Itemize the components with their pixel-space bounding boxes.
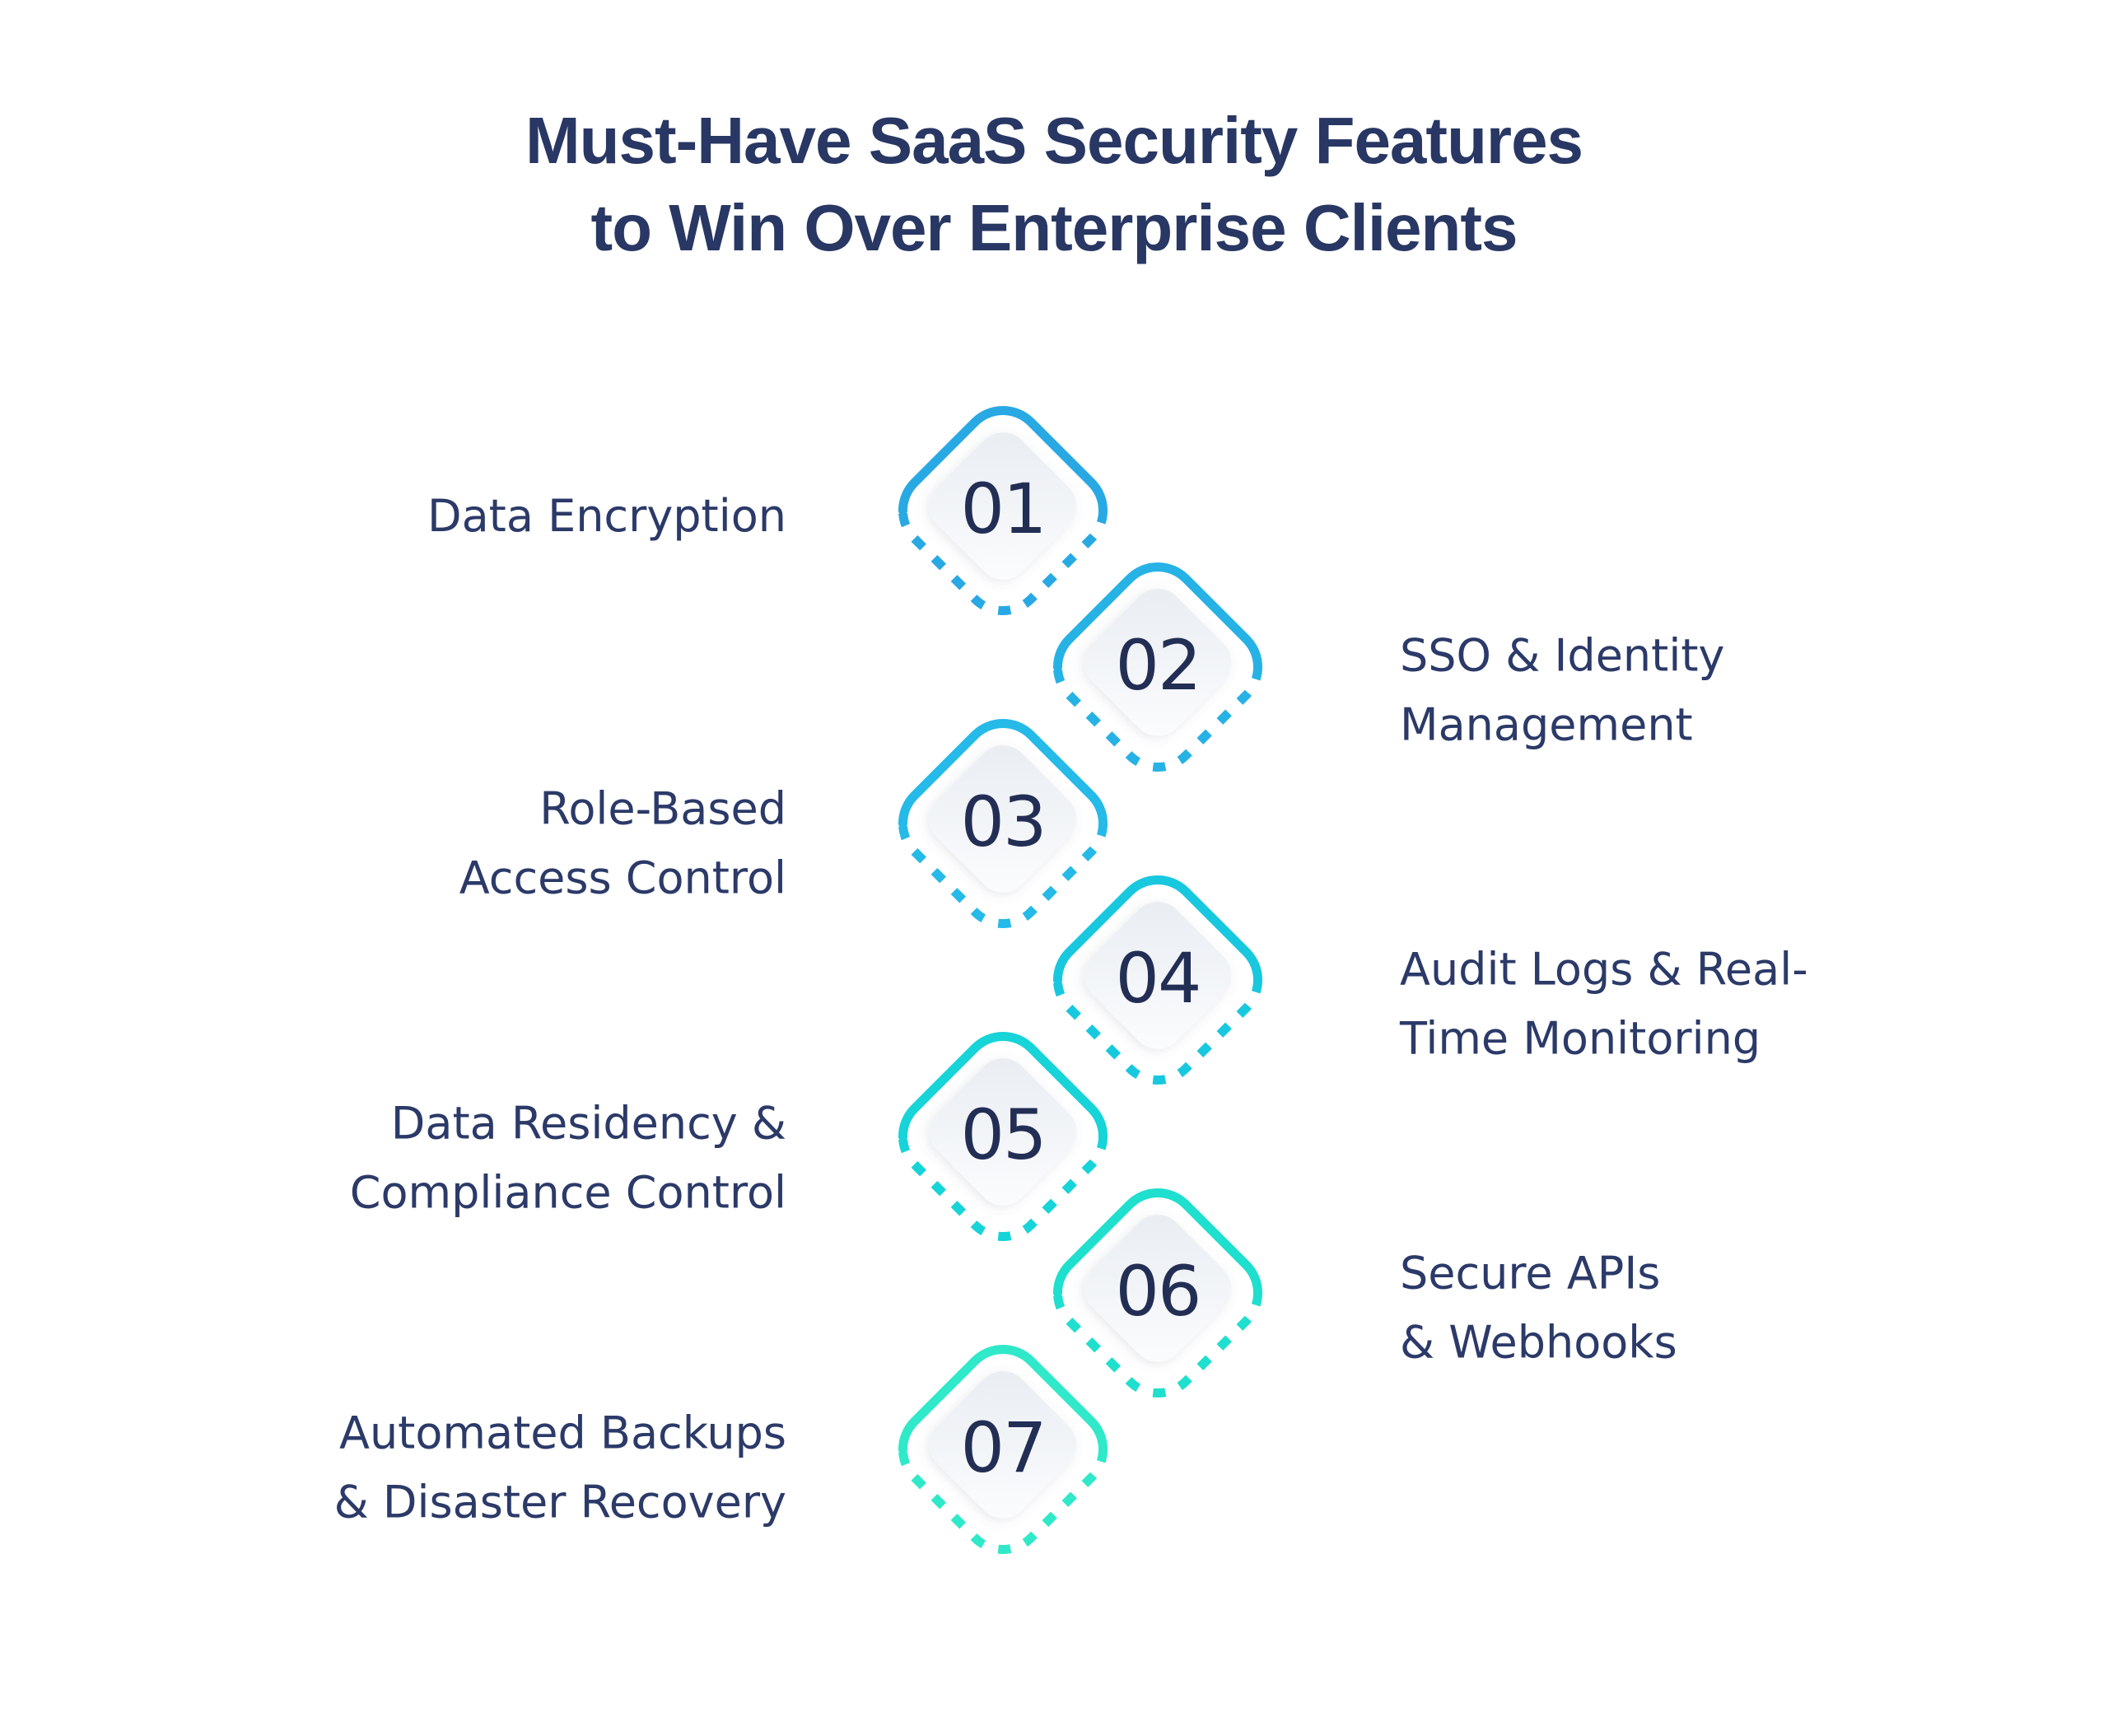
step-label-data-encryption: Data Encryption	[427, 490, 786, 543]
step-label-audit-logs-monitoring: Audit Logs & Real- Time Monitoring	[1400, 943, 1808, 1064]
step-number-06: 06	[1115, 1251, 1202, 1332]
step-diamond-04: 04	[1034, 856, 1281, 1104]
step-label-sso-identity-management: SSO & Identity Management	[1400, 629, 1725, 750]
diamond-shape-icon	[898, 1344, 1108, 1555]
step-number-01: 01	[960, 469, 1047, 550]
step-label-data-residency-compliance: Data Residency & Compliance Control	[349, 1097, 786, 1218]
step-number-05: 05	[960, 1094, 1047, 1176]
step-number-03: 03	[960, 782, 1047, 863]
step-diamond-06: 06	[1034, 1169, 1281, 1416]
step-label-automated-backups-recovery: Automated Backups & Disaster Recovery	[333, 1407, 786, 1528]
page-title-line-1: Must-Have SaaS Security Features	[525, 104, 1583, 177]
step-number-07: 07	[960, 1407, 1047, 1489]
diamond-shape-icon	[1052, 875, 1263, 1085]
diamond-shape-icon	[1052, 562, 1263, 772]
diamond-shape-icon	[1052, 1188, 1263, 1398]
step-number-04: 04	[1115, 938, 1202, 1020]
step-number-02: 02	[1115, 625, 1202, 707]
step-diamond-02: 02	[1034, 544, 1281, 791]
step-diamond-05: 05	[879, 1013, 1126, 1260]
step-label-secure-apis-webhooks: Secure APIs & Webhooks	[1400, 1247, 1677, 1368]
page-title-line-2: to Win Over Enterprise Clients	[590, 190, 1518, 264]
step-diamond-07: 07	[879, 1326, 1126, 1573]
step-label-role-based-access-control: Role-Based Access Control	[459, 782, 786, 903]
diamond-shape-icon	[898, 718, 1108, 929]
page-title: Must-Have SaaS Security Features to Win …	[0, 97, 2108, 271]
step-diamond-03: 03	[879, 700, 1126, 947]
diamond-shape-icon	[898, 405, 1108, 616]
step-diamond-01: 01	[879, 387, 1126, 634]
diamond-shape-icon	[898, 1031, 1108, 1242]
